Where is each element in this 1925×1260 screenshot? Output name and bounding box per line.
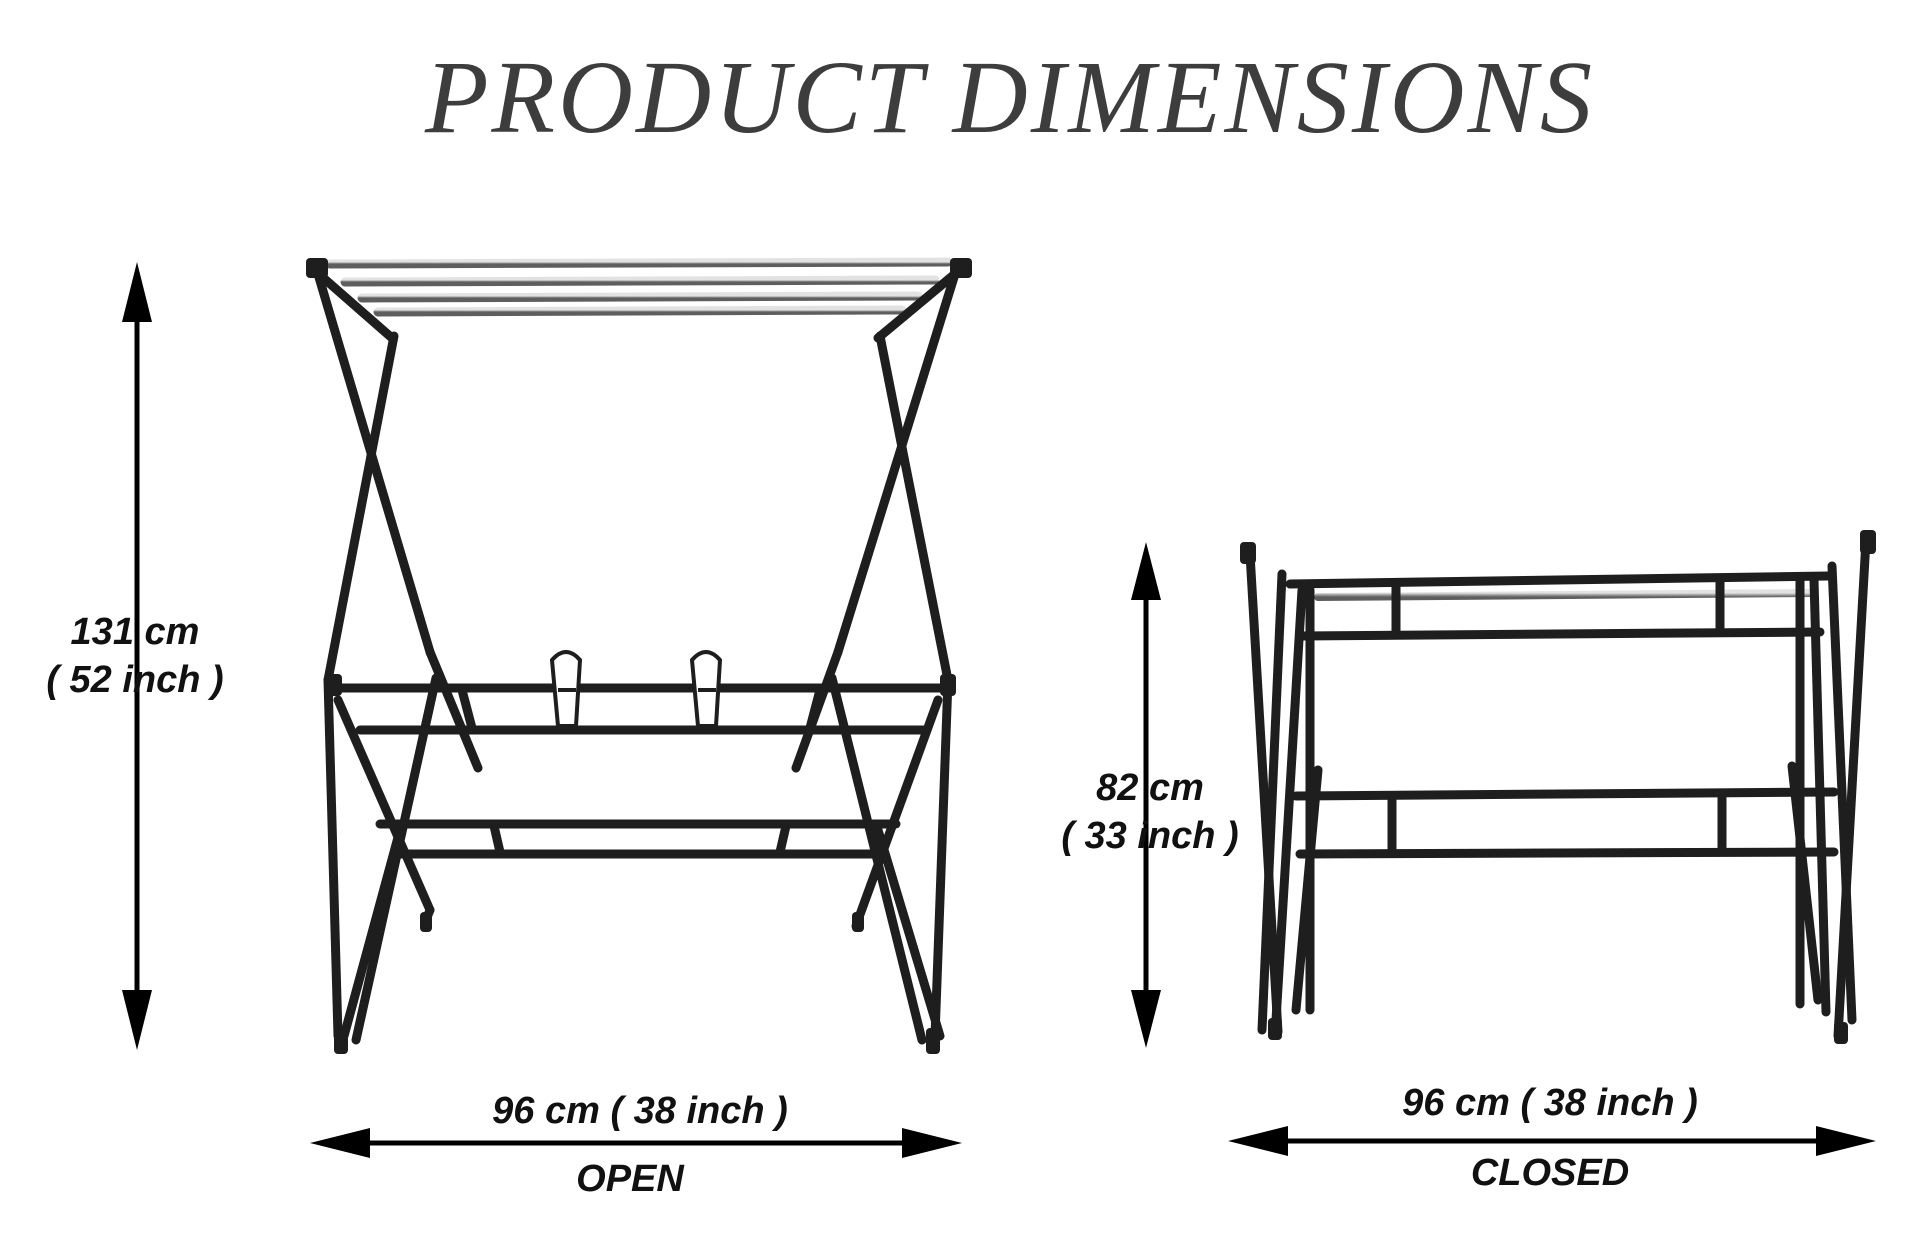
closed-caps [1240,530,1876,1044]
closed-width-arrow [1228,1126,1876,1156]
open-frame [307,263,967,1045]
open-top-rods [325,257,953,651]
open-height-cm: 131 cm [70,611,200,653]
closed-height-cm: 82 cm [1096,767,1204,809]
open-height-inch: ( 52 inch ) [46,659,224,701]
open-feet [306,258,972,1054]
closed-height-label: 82 cm ( 33 inch ) [1030,764,1270,860]
closed-height-arrow [1131,542,1161,1048]
open-clips [549,650,723,728]
page-title: PRODUCT DIMENSIONS [424,40,1596,155]
open-height-label: 131 cm ( 52 inch ) [20,608,250,704]
closed-caption: CLOSED [1470,1152,1630,1194]
closed-width-label: 96 cm ( 38 inch ) [1402,1082,1698,1124]
open-width-label: 96 cm ( 38 inch ) [492,1090,788,1132]
closed-height-inch: ( 33 inch ) [1061,815,1239,857]
closed-frame [1245,535,1871,1041]
open-width-arrow [310,1128,962,1158]
open-caption: OPEN [576,1158,684,1200]
closed-drying-rack [1240,530,1876,1044]
open-height-arrow [122,262,152,1050]
open-drying-rack [306,257,972,1054]
